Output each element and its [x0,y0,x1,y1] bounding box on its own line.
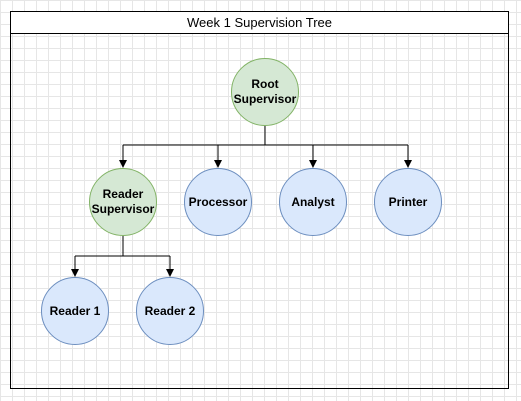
node-reader-2: Reader 2 [136,277,204,345]
diagram-title: Week 1 Supervision Tree [10,11,509,34]
node-printer: Printer [374,168,442,236]
node-root: Root Supervisor [231,58,299,126]
node-analyst: Analyst [279,168,347,236]
node-processor: Processor [184,168,252,236]
node-reader-1: Reader 1 [41,277,109,345]
node-reader-supervisor: Reader Supervisor [89,168,157,236]
